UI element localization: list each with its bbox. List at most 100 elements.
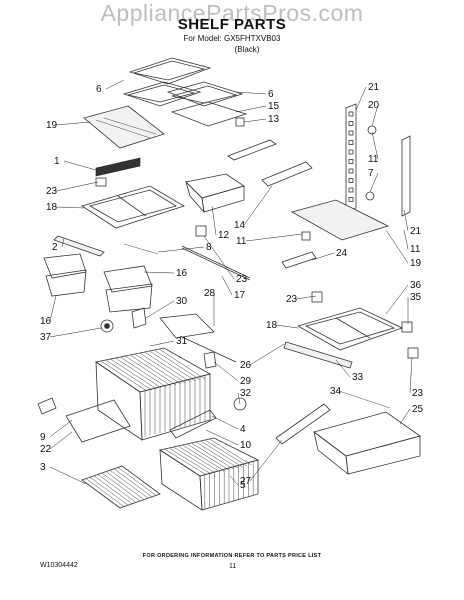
callout-leader xyxy=(371,131,379,160)
callout-leader xyxy=(403,209,409,232)
callout-leader xyxy=(385,229,409,264)
callout-number: 37 xyxy=(40,332,52,343)
callout-number: 24 xyxy=(336,248,348,259)
callout-number: 18 xyxy=(46,202,58,213)
middle-left-shelf-group xyxy=(43,157,185,333)
callout-number: 30 xyxy=(176,296,188,307)
callout-number: 20 xyxy=(368,100,380,111)
callout-leader xyxy=(203,235,235,280)
center-drawer-group xyxy=(181,161,313,281)
document-number: W10304442 xyxy=(40,562,78,569)
callout-number: 19 xyxy=(46,120,58,131)
callout-number: 11 xyxy=(410,244,421,255)
callout-leader xyxy=(205,429,239,446)
callout-leader xyxy=(55,181,99,192)
page-number: 11 xyxy=(229,563,237,570)
callout-leader xyxy=(211,205,217,236)
callout-leader xyxy=(143,271,175,274)
callout-leader xyxy=(235,91,267,95)
callout-leader xyxy=(369,172,379,193)
callout-number: 9 xyxy=(40,432,46,443)
callout-number: 5 xyxy=(240,480,246,491)
right-shelf-group xyxy=(275,103,421,475)
callout-number: 3 xyxy=(40,462,46,473)
callout-number: 17 xyxy=(234,290,246,301)
callout-leader xyxy=(237,392,241,405)
callout-number: 18 xyxy=(266,320,278,331)
callout-leader xyxy=(49,327,102,338)
watermark: AppliancePartsPros.com xyxy=(100,0,364,26)
callout-leader xyxy=(409,357,413,394)
callout-number: 29 xyxy=(240,376,252,387)
callout-number: 33 xyxy=(352,372,364,383)
callout-leader xyxy=(149,340,175,347)
callout-number: 23 xyxy=(236,274,248,285)
callout-leader xyxy=(55,121,91,126)
callout-number: 4 xyxy=(240,424,246,435)
callout-leader xyxy=(403,229,409,250)
callout-number: 8 xyxy=(206,242,212,253)
callout-leader xyxy=(157,246,205,253)
callout-number: 22 xyxy=(40,444,52,455)
callout-number: 2 xyxy=(52,242,58,253)
callout-number: 36 xyxy=(410,280,422,291)
callout-leader xyxy=(211,415,239,430)
callout-number: 6 xyxy=(96,84,102,95)
top-left-shelf-group xyxy=(83,57,277,161)
callout-leader xyxy=(49,295,57,322)
callout-number: 23 xyxy=(412,388,424,399)
callout-leader xyxy=(49,466,87,485)
callout-number: 10 xyxy=(240,440,252,451)
callout-number: 6 xyxy=(268,89,274,100)
callout-number: 16 xyxy=(176,268,188,279)
callout-number: 23 xyxy=(46,186,58,197)
model-line: For Model: GX5FHTXVB03 xyxy=(183,34,281,43)
footer-ordering-note: FOR ORDERING INFORMATION REFER TO PARTS … xyxy=(142,553,322,559)
callout-number: 1 xyxy=(54,156,60,167)
page-title: SHELF PARTS xyxy=(177,16,287,33)
basket-group xyxy=(37,307,260,511)
callout-leader xyxy=(243,118,267,123)
callout-number: 14 xyxy=(234,220,246,231)
callout-number: 13 xyxy=(268,114,280,125)
callout-leader xyxy=(249,439,283,482)
callout-number: 12 xyxy=(218,230,230,241)
callout-number: 16 xyxy=(40,316,52,327)
callout-number: 23 xyxy=(286,294,298,305)
callout-leader xyxy=(385,284,409,315)
leader-lines xyxy=(49,79,413,486)
callout-number: 15 xyxy=(268,101,280,112)
callout-leader xyxy=(49,419,73,438)
callout-number: 19 xyxy=(410,258,422,269)
callout-leader xyxy=(311,252,335,261)
callout-number: 7 xyxy=(368,168,374,179)
callout-leader xyxy=(243,185,273,226)
callout-leader xyxy=(245,233,303,242)
callout-leader xyxy=(49,431,73,450)
callout-leader xyxy=(335,359,351,378)
callout-number: 31 xyxy=(176,336,188,347)
callout-number: 32 xyxy=(240,388,252,399)
callout-number: 28 xyxy=(204,288,216,299)
callout-number: 26 xyxy=(240,360,252,371)
callout-leader xyxy=(55,206,85,209)
callout-number: 35 xyxy=(410,292,422,303)
callout-leader xyxy=(399,408,411,425)
callout-number: 34 xyxy=(330,386,342,397)
callout-leader xyxy=(355,86,367,111)
callout-leader xyxy=(63,160,97,171)
callout-leader xyxy=(105,79,125,90)
callout-leader xyxy=(249,343,285,366)
callout-leader xyxy=(221,275,233,296)
callout-leader xyxy=(295,295,317,300)
callout-number: 25 xyxy=(412,404,424,415)
callout-leader xyxy=(371,104,379,127)
callout-number: 11 xyxy=(368,154,379,165)
callout-leader xyxy=(229,475,239,486)
callout-leader xyxy=(275,324,299,329)
callout-leader xyxy=(145,300,175,319)
callout-leader xyxy=(61,237,65,248)
callout-number: 21 xyxy=(368,82,380,93)
